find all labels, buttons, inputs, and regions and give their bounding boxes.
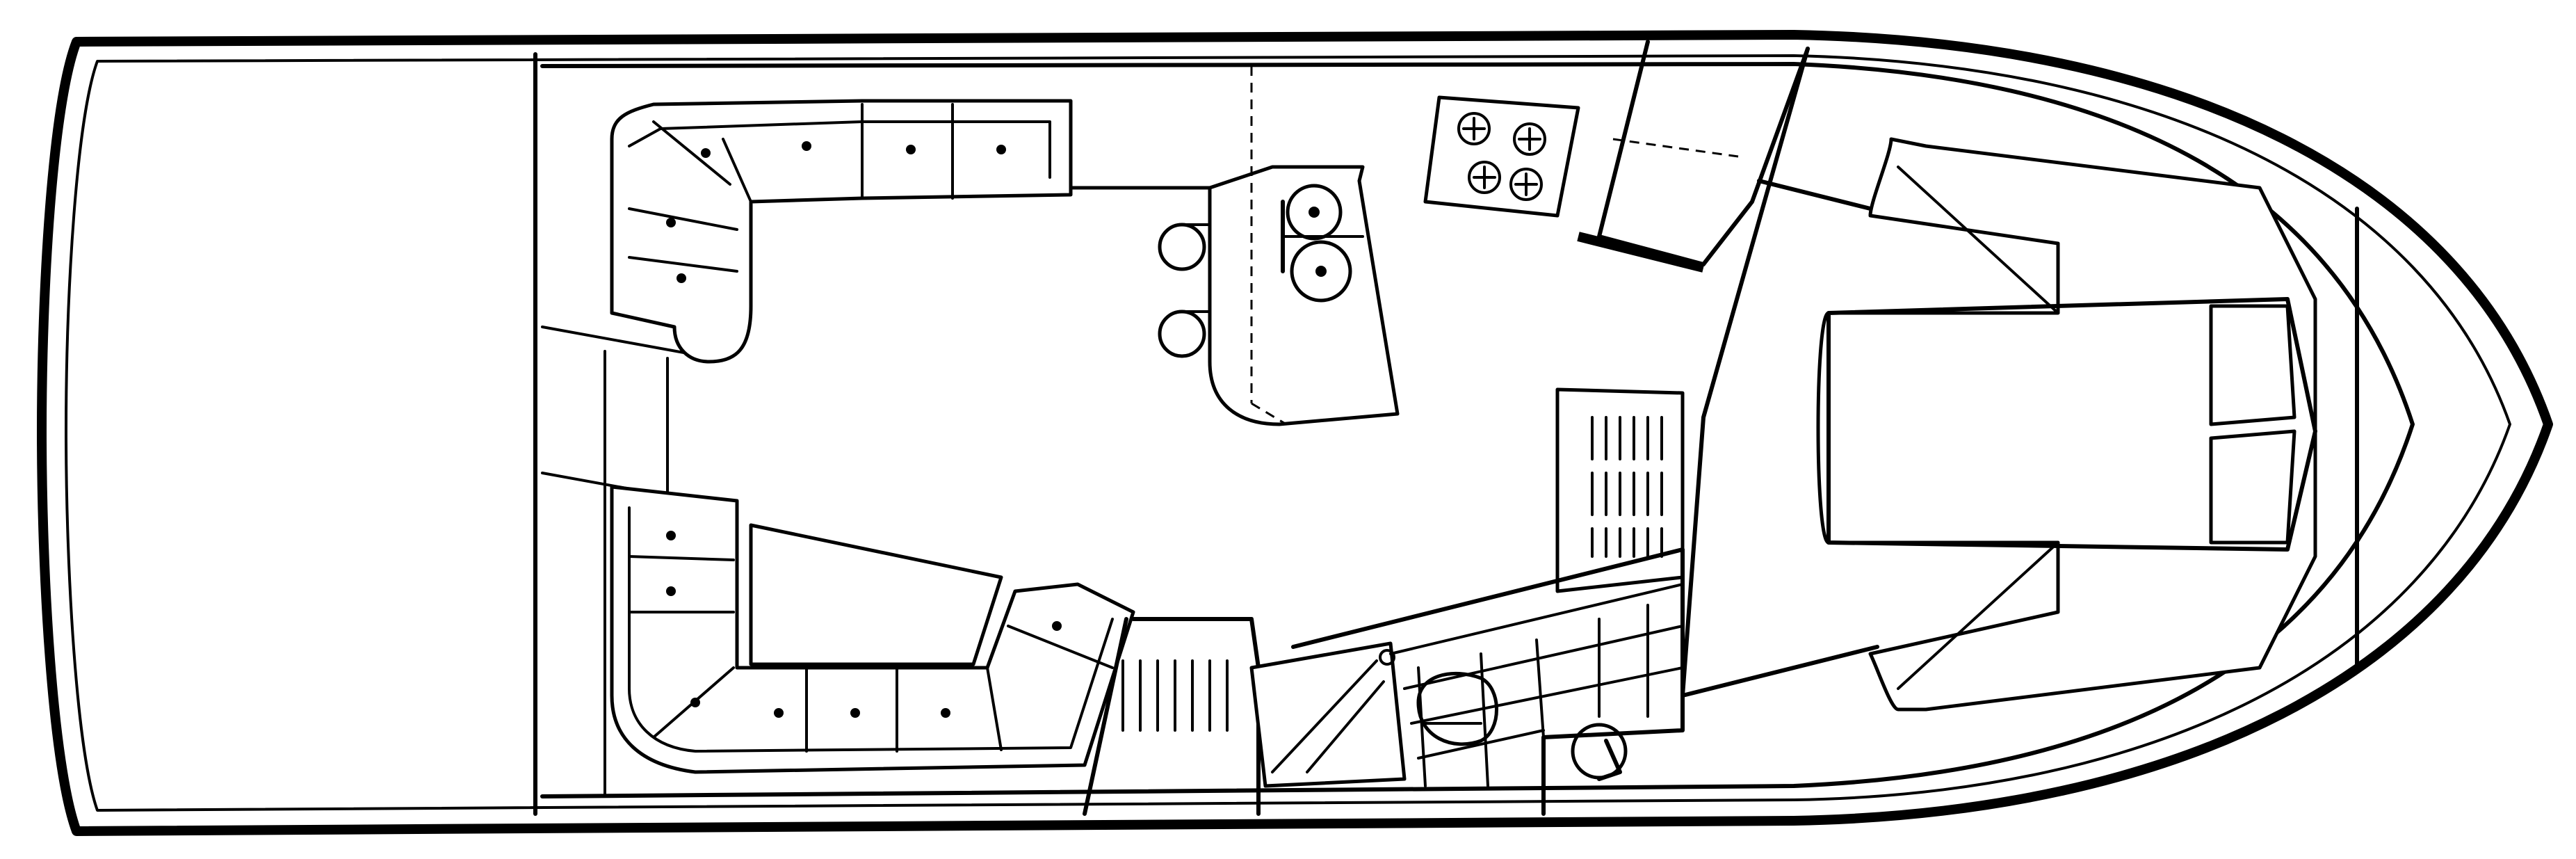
head-toilet-icon xyxy=(1416,672,1628,781)
salon-sofa-aft xyxy=(610,99,1073,364)
forward-stateroom-berth xyxy=(1816,137,2317,712)
cooktop-icon xyxy=(1423,95,1580,218)
galley-sink-icon xyxy=(1281,184,1364,303)
refrigerator xyxy=(1577,40,1810,273)
bar-stool-icon xyxy=(1158,223,1211,358)
pillow-icon xyxy=(2209,304,2296,545)
head-tile-floor xyxy=(1291,547,1685,816)
salon-sofa-starboard-l xyxy=(610,485,1135,774)
dinette-table xyxy=(749,523,1003,666)
head-shower-icon xyxy=(1249,641,1407,788)
hull-outline xyxy=(37,30,2553,836)
helm-console xyxy=(1680,47,1879,698)
